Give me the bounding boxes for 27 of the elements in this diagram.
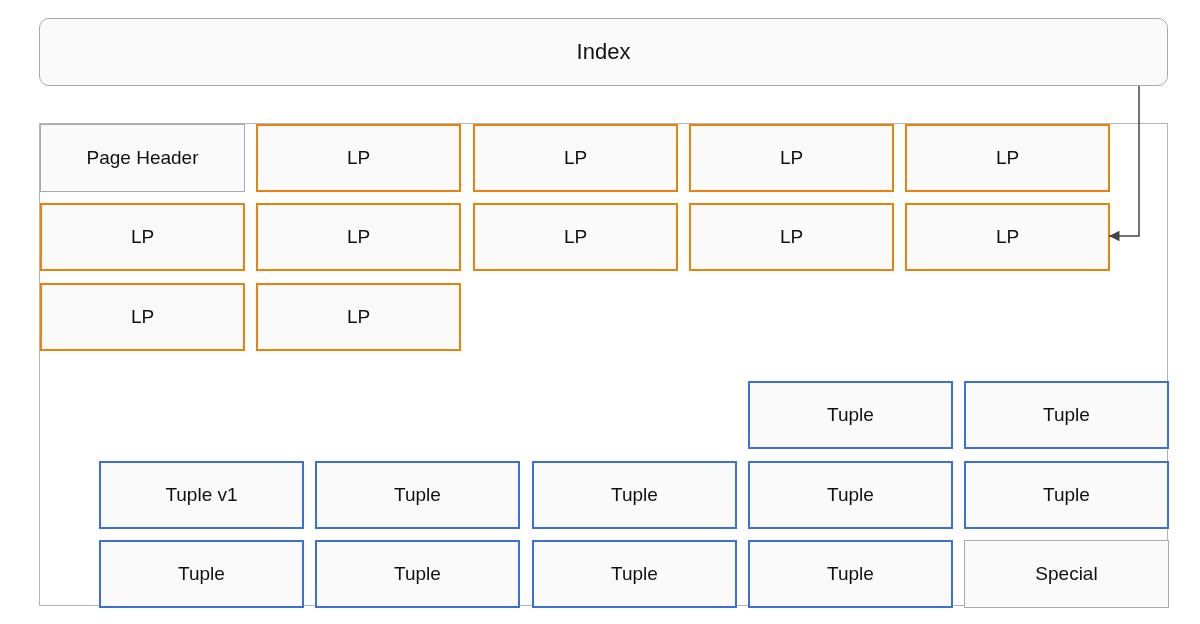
tuple-box: Tuple [964,381,1169,449]
page-header-box: Page Header [40,124,245,192]
tuple-box: Tuple [748,461,953,529]
line-pointer-box: LP [689,124,894,192]
line-pointer-box: LP [905,203,1110,271]
line-pointer-box: LP [256,283,461,351]
index-bar: Index [39,18,1168,86]
tuple-box: Tuple [964,461,1169,529]
tuple-box: Tuple [748,381,953,449]
line-pointer-box: LP [256,124,461,192]
page-outline [39,123,1168,606]
line-pointer-box: LP [256,203,461,271]
tuple-box: Tuple v1 [99,461,304,529]
line-pointer-box: LP [473,124,678,192]
tuple-box: Tuple [315,540,520,608]
tuple-box: Tuple [748,540,953,608]
line-pointer-box: LP [689,203,894,271]
tuple-box: Tuple [99,540,304,608]
tuple-box: Tuple [532,461,737,529]
line-pointer-box: LP [40,283,245,351]
arrow [1108,85,1140,242]
line-pointer-box: LP [40,203,245,271]
tuple-box: Tuple [532,540,737,608]
special-space-box: Special [964,540,1169,608]
line-pointer-box: LP [905,124,1110,192]
tuple-box: Tuple [315,461,520,529]
line-pointer-box: LP [473,203,678,271]
